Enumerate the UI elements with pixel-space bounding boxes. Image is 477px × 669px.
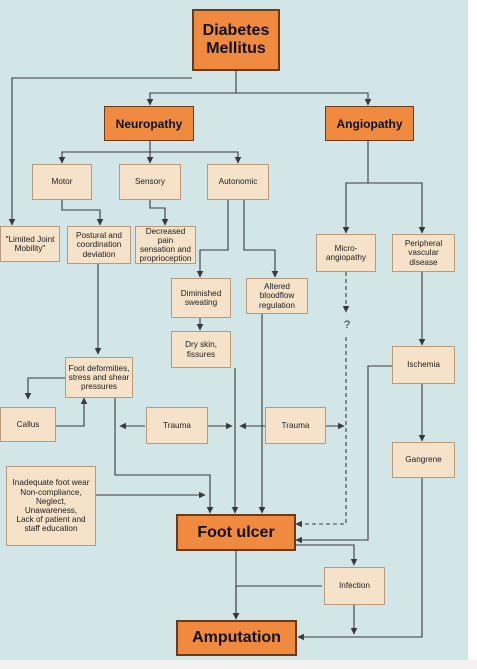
edge-deformities-ulcer [114,398,214,514]
node-angiopathy: Angiopathy [325,106,414,141]
node-ischemia: Ischemia [392,346,455,384]
node-peripheral-vascular-disease: Peripheral vascular disease [392,234,455,272]
edge-deformities-callus [24,377,66,400]
node-question-mark: ? [343,319,351,331]
node-micro-angiopathy: Micro- angiopathy [316,234,376,272]
edge-autonomic-altered [243,200,279,278]
edge-neuropathy-autonomic [150,151,242,164]
node-limited-joint-mobility: "Limited Joint Mobility" [0,226,60,262]
edge-diabetes-limited-joint [8,77,192,226]
node-motor: Motor [32,164,92,200]
node-callus: Callus [0,407,56,442]
edge-gangrene-amputation [297,478,423,641]
node-trauma-right: Trauma [265,407,326,444]
edge-ulcer-infection [296,544,358,566]
node-trauma-left: Trauma [146,407,208,444]
node-neuropathy: Neuropathy [104,106,194,141]
edge-neuropathy-motor [58,151,150,164]
node-infection: Infection [324,567,385,605]
node-dry-skin: Dry skin, fissures [171,331,231,368]
edge-infection-amputation-left [232,585,322,620]
edge-angiopathy-micro [342,182,368,234]
node-altered-bloodflow: Altered bloodflow regulation [246,278,308,314]
node-inadequate-foot-wear: Inadequate foot wear Non-compliance, Neg… [6,466,96,546]
edge-angiopathy-peripheral [368,182,426,234]
node-decreased-pain: Decreased pain sensation and propriocept… [135,226,196,264]
node-foot-ulcer: Foot ulcer [176,514,296,551]
node-sensory: Sensory [119,164,181,200]
edge-autonomic-diminished [196,200,229,278]
edge-diabetes-angiopathy [236,92,372,106]
edge-ischemia-ulcer [295,365,392,544]
node-diabetes-mellitus: Diabetes Mellitus [192,9,280,71]
node-foot-deformities: Foot deformities, stress and shear press… [65,357,133,398]
edge-diabetes-neuropathy [146,92,236,106]
node-autonomic: Autonomic [207,164,269,200]
node-diminished-sweating: Diminished sweating [171,278,231,318]
edge-sensory-decreased [149,200,169,226]
bottom-page-edge [0,660,477,669]
node-gangrene: Gangrene [392,442,455,478]
node-postural-coordination: Postural and coordination deviation [67,226,131,264]
edge-question-ulcer [295,337,347,528]
node-amputation: Amputation [176,620,297,656]
edge-motor-postural [61,200,104,226]
edge-callus-deformities [56,397,88,427]
right-page-edge [468,0,477,669]
